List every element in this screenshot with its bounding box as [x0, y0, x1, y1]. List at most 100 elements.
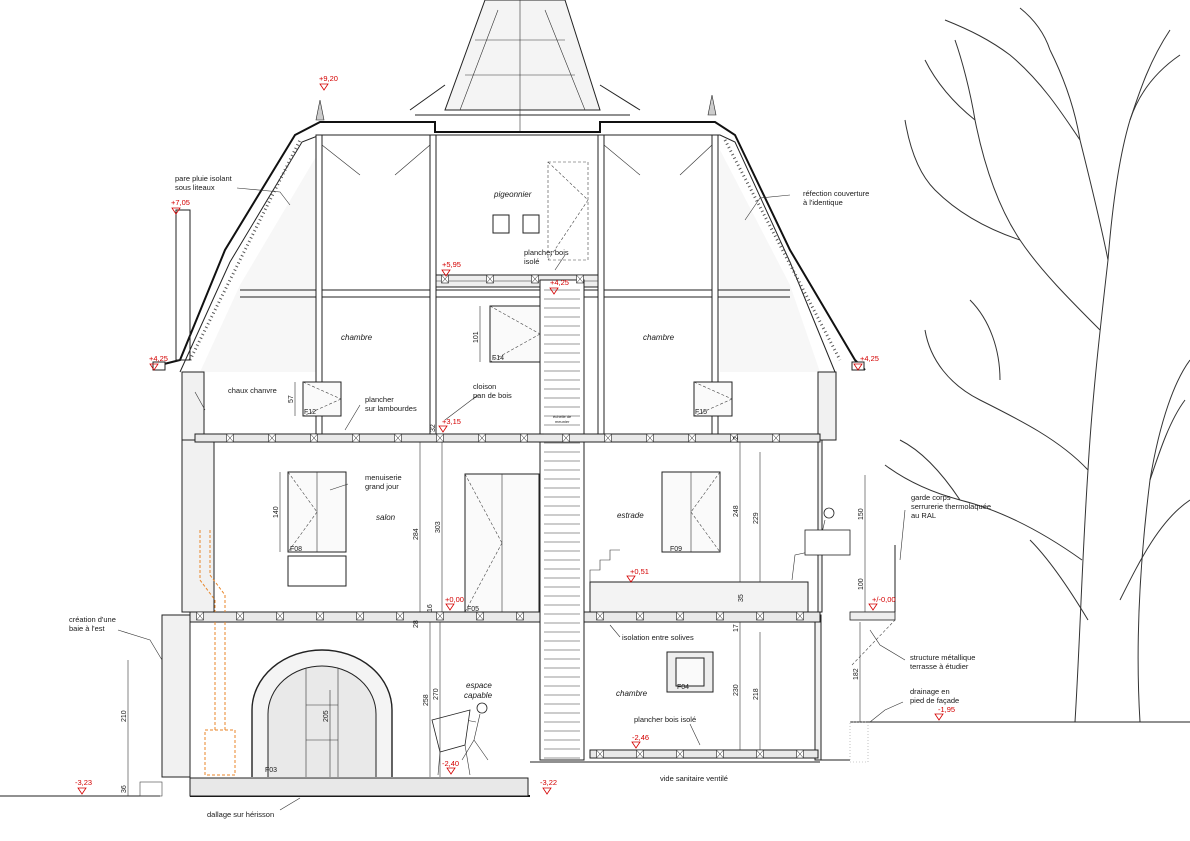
note-drainage-1: drainage en — [910, 687, 950, 696]
level-markers: +9,20 +7,05 +5,95 +4,25 +4,25 +4,25 +3,1… — [75, 74, 955, 795]
tree — [884, 7, 1190, 723]
joist-marker — [596, 749, 604, 759]
note-menuiserie-1: menuiserie — [365, 473, 402, 482]
note-creation-1: création d'une — [69, 615, 116, 624]
svg-text:-3,22: -3,22 — [540, 778, 557, 787]
joist-marker — [520, 433, 528, 443]
dim-28: 28 — [413, 620, 420, 628]
note-chaux: chaux chanvre — [228, 386, 277, 395]
note-plancher-lamb-2: sur lambourdes — [365, 404, 417, 413]
room-capable: capable — [464, 691, 493, 700]
dim-258: 258 — [423, 694, 430, 706]
joist-marker — [562, 433, 570, 443]
note-pare-pluie-1: pare pluie isolant — [175, 174, 233, 183]
svg-text:+3,15: +3,15 — [442, 417, 461, 426]
stairs — [544, 289, 620, 759]
room-estrade: estrade — [617, 511, 644, 520]
room-pigeonnier: pigeonnier — [493, 190, 532, 199]
dim-229: 229 — [753, 512, 760, 524]
level-000: +0,00 — [445, 595, 464, 611]
svg-text:-2,46: -2,46 — [632, 733, 649, 742]
stair-treads — [544, 289, 580, 759]
tag-f05: F05 — [467, 606, 479, 613]
window-tags: F14 F12 F15 F08 F05 F09 F04 F03 — [265, 355, 707, 774]
svg-text:+0,51: +0,51 — [630, 567, 649, 576]
note-refection-1: réfection couverture — [803, 189, 869, 198]
svg-text:-2,40: -2,40 — [442, 759, 459, 768]
joist-marker — [756, 611, 764, 621]
walls — [161, 279, 837, 778]
dim-17: 17 — [733, 624, 740, 632]
svg-text:+/-0,00: +/-0,00 — [872, 595, 896, 604]
level-051: +0,51 — [626, 567, 649, 583]
joist-marker — [730, 433, 738, 443]
joist-marker — [310, 433, 318, 443]
dim-205: 205 — [323, 710, 330, 722]
dim-248: 248 — [733, 505, 740, 517]
joist-marker — [796, 749, 804, 759]
level-246: -2,46 — [631, 733, 649, 749]
annotations: pare pluie isolant sous liteaux réfectio… — [69, 174, 991, 819]
joist-marker — [772, 433, 780, 443]
floors — [189, 274, 821, 759]
dim-182: 182 — [853, 668, 860, 680]
joist-marker — [478, 433, 486, 443]
tag-f03: F03 — [265, 767, 277, 774]
joist-marker — [436, 611, 444, 621]
joist-marker — [688, 433, 696, 443]
joist-marker — [716, 749, 724, 759]
dim-32: 32 — [430, 424, 437, 432]
tag-f15: F15 — [695, 409, 707, 416]
dim-303: 303 — [435, 521, 442, 533]
note-creation-2: baie à l'est — [69, 624, 106, 633]
joist-marker — [516, 611, 524, 621]
room-chambre-left: chambre — [341, 333, 373, 342]
joist-marker — [196, 611, 204, 621]
joist-marker — [604, 433, 612, 443]
dim-270: 270 — [433, 688, 440, 700]
room-chambre-right: chambre — [643, 333, 675, 342]
note-plancher-bois-2: isolé — [524, 257, 539, 266]
svg-text:+4,25: +4,25 — [860, 354, 879, 363]
level-195: -1,95 — [934, 705, 955, 721]
joist-marker — [676, 749, 684, 759]
joist-marker — [226, 433, 234, 443]
svg-text:+4,25: +4,25 — [149, 354, 168, 363]
pigeonnier-details — [492, 161, 589, 261]
note-menuiserie-2: grand jour — [365, 482, 399, 491]
dim-230: 230 — [733, 684, 740, 696]
level-425-left: +4,25 — [149, 354, 168, 371]
level-920: +9,20 — [319, 74, 338, 91]
joist-marker — [596, 611, 604, 621]
joist-marker — [441, 274, 449, 284]
note-plancher-iso: plancher bois isolé — [634, 715, 696, 724]
level-000-ext: +/-0,00 — [868, 595, 896, 611]
note-echelle-1: échelle de — [553, 414, 572, 419]
joist-marker — [756, 749, 764, 759]
joist-marker — [394, 433, 402, 443]
svg-text:+4,25: +4,25 — [550, 278, 569, 287]
joist-marker — [486, 274, 494, 284]
note-vide: vide sanitaire ventilé — [660, 774, 728, 783]
note-echelle-2: meunier — [555, 419, 570, 424]
joist-marker — [276, 611, 284, 621]
joist-marker — [352, 433, 360, 443]
dim-140: 140 — [273, 506, 280, 518]
joist-markers — [196, 274, 804, 759]
joist-marker — [636, 611, 644, 621]
level-425-right: +4,25 — [853, 354, 879, 371]
dim-2: 2 — [733, 436, 740, 440]
tag-f09: F09 — [670, 546, 682, 553]
note-plancher-lamb-1: plancher — [365, 395, 394, 404]
dim-35: 35 — [738, 594, 745, 602]
svg-text:+5,95: +5,95 — [442, 260, 461, 269]
joist-marker — [316, 611, 324, 621]
note-garde-1: garde corps — [911, 493, 951, 502]
dim-100: 100 — [858, 578, 865, 590]
dim-57: 57 — [288, 395, 295, 403]
note-isolation: isolation entre solives — [622, 633, 694, 642]
joist-marker — [636, 749, 644, 759]
room-salon: salon — [376, 513, 396, 522]
dim-101: 101 — [473, 331, 480, 343]
